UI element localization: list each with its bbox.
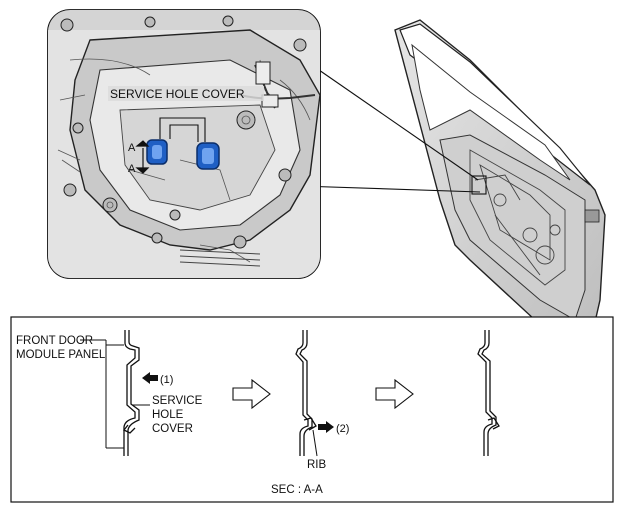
section-service-hole-cover-line3: COVER bbox=[152, 423, 193, 435]
section-marker-a-top: A bbox=[128, 142, 136, 154]
section-service-hole-cover-line2: HOLE bbox=[152, 409, 184, 421]
detail-callout: SERVICE HOLE COVER A A bbox=[47, 9, 321, 279]
section-profile-stage-3 bbox=[477, 330, 500, 456]
rib-label: RIB bbox=[307, 459, 327, 471]
section-cut-line bbox=[135, 140, 150, 174]
service-hole-cover-leaders bbox=[159, 117, 206, 142]
front-door-module-panel-label-line2: MODULE PANEL bbox=[16, 349, 106, 361]
pull-arrow-2 bbox=[318, 421, 334, 433]
detail-service-hole-cover-label: SERVICE HOLE COVER bbox=[110, 87, 245, 101]
section-marker-a-bottom: A bbox=[128, 163, 136, 175]
next-step-arrow-1 bbox=[232, 378, 271, 410]
step-one-label: (1) bbox=[160, 374, 173, 386]
section-profile-stage-1 bbox=[122, 330, 140, 456]
section-service-hole-cover-line1: SERVICE bbox=[152, 395, 203, 407]
next-step-arrow-2 bbox=[375, 378, 414, 410]
section-profile-stage-2 bbox=[295, 330, 317, 456]
push-arrow-1 bbox=[142, 372, 158, 384]
service-hole-cover-clip-left bbox=[146, 139, 168, 165]
front-door-illustration bbox=[394, 19, 606, 346]
step-two-label: (2) bbox=[336, 423, 349, 435]
module-panel-bracket bbox=[80, 339, 124, 449]
front-door-module-panel-label-line1: FRONT DOOR bbox=[16, 335, 93, 347]
service-hole-cover-clip-right bbox=[196, 142, 220, 170]
detail-leader-lines bbox=[299, 69, 487, 195]
section-panel: FRONT DOOR MODULE PANEL (1) SERVICE HOLE… bbox=[10, 316, 614, 503]
section-caption: SEC : A-A bbox=[271, 484, 323, 496]
